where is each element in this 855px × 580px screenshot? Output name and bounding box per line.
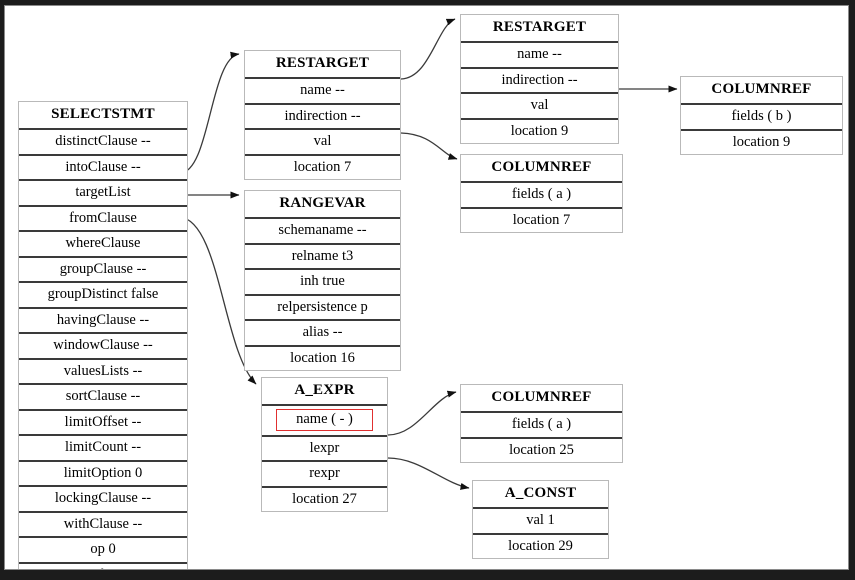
field-row: location 16 [245,344,400,370]
node-title: COLUMNREF [461,385,622,411]
diagram-canvas: SELECTSTMT distinctClause -- intoClause … [4,5,849,570]
field-row: location 9 [681,128,842,154]
field-row: val 1 [473,507,608,533]
edge-rexpr [387,457,470,490]
field-row: lockingClause -- [19,485,187,511]
field-row-name-highlighted[interactable]: name ( - ) [262,404,387,435]
edge-targetlist [179,51,240,174]
field-row: location 25 [461,436,622,462]
edge-restarget-val [400,132,458,160]
field-row: location 7 [245,153,400,179]
node-title: COLUMNREF [461,155,622,181]
node-columnref-a25[interactable]: COLUMNREF fields ( a ) location 25 [460,384,623,463]
node-title: RANGEVAR [245,191,400,217]
node-a-const[interactable]: A_CONST val 1 location 29 [472,480,609,559]
node-title: COLUMNREF [681,77,842,103]
field-row: fields ( a ) [461,181,622,207]
node-a-expr[interactable]: A_EXPR name ( - ) lexpr rexpr location 2… [261,377,388,512]
field-row: windowClause -- [19,332,187,358]
field-row-name[interactable]: name -- [245,77,400,103]
node-title: A_EXPR [262,378,387,404]
node-title: RESTARGET [461,15,618,41]
field-row-targetlist[interactable]: targetList [19,179,187,205]
node-selectstmt[interactable]: SELECTSTMT distinctClause -- intoClause … [18,101,188,569]
field-row: sortClause -- [19,383,187,409]
field-row: indirection -- [461,66,618,92]
field-row: alias -- [245,319,400,345]
field-row-lexpr[interactable]: lexpr [262,434,387,460]
field-row: withClause -- [19,510,187,536]
node-columnref-a7[interactable]: COLUMNREF fields ( a ) location 7 [460,154,623,233]
node-restarget-1[interactable]: RESTARGET name -- indirection -- val loc… [244,50,401,180]
field-row: groupDistinct false [19,281,187,307]
highlight-box: name ( - ) [276,409,373,431]
field-row: location 9 [461,117,618,143]
field-row: schemaname -- [245,217,400,243]
field-row: limitOption 0 [19,459,187,485]
field-row-rexpr[interactable]: rexpr [262,460,387,486]
field-row: limitOffset -- [19,408,187,434]
field-row: op 0 [19,536,187,562]
node-restarget-2[interactable]: RESTARGET name -- indirection -- val loc… [460,14,619,144]
field-row: valuesLists -- [19,357,187,383]
field-row: relname t3 [245,242,400,268]
field-row: distinctClause -- [19,128,187,154]
field-row-whereclause[interactable]: whereClause [19,230,187,256]
node-title: SELECTSTMT [19,102,187,128]
field-row-val[interactable]: val [461,92,618,118]
edge-restarget-name [400,18,456,80]
field-row: groupClause -- [19,255,187,281]
node-title: RESTARGET [245,51,400,77]
field-row: fields ( b ) [681,103,842,129]
field-row: name -- [461,41,618,67]
field-row: havingClause -- [19,306,187,332]
field-row: indirection -- [245,102,400,128]
field-row: relpersistence p [245,293,400,319]
field-row: all false [19,561,187,569]
field-row: inh true [245,268,400,294]
node-rangevar[interactable]: RANGEVAR schemaname -- relname t3 inh tr… [244,190,401,371]
field-row: location 27 [262,485,387,511]
edge-lexpr [387,390,457,436]
node-title: A_CONST [473,481,608,507]
field-row: location 29 [473,532,608,558]
field-row: intoClause -- [19,153,187,179]
field-row-val[interactable]: val [245,128,400,154]
field-row: fields ( a ) [461,411,622,437]
field-row: location 7 [461,206,622,232]
field-row: limitCount -- [19,434,187,460]
node-columnref-b[interactable]: COLUMNREF fields ( b ) location 9 [680,76,843,155]
field-row-fromclause[interactable]: fromClause [19,204,187,230]
